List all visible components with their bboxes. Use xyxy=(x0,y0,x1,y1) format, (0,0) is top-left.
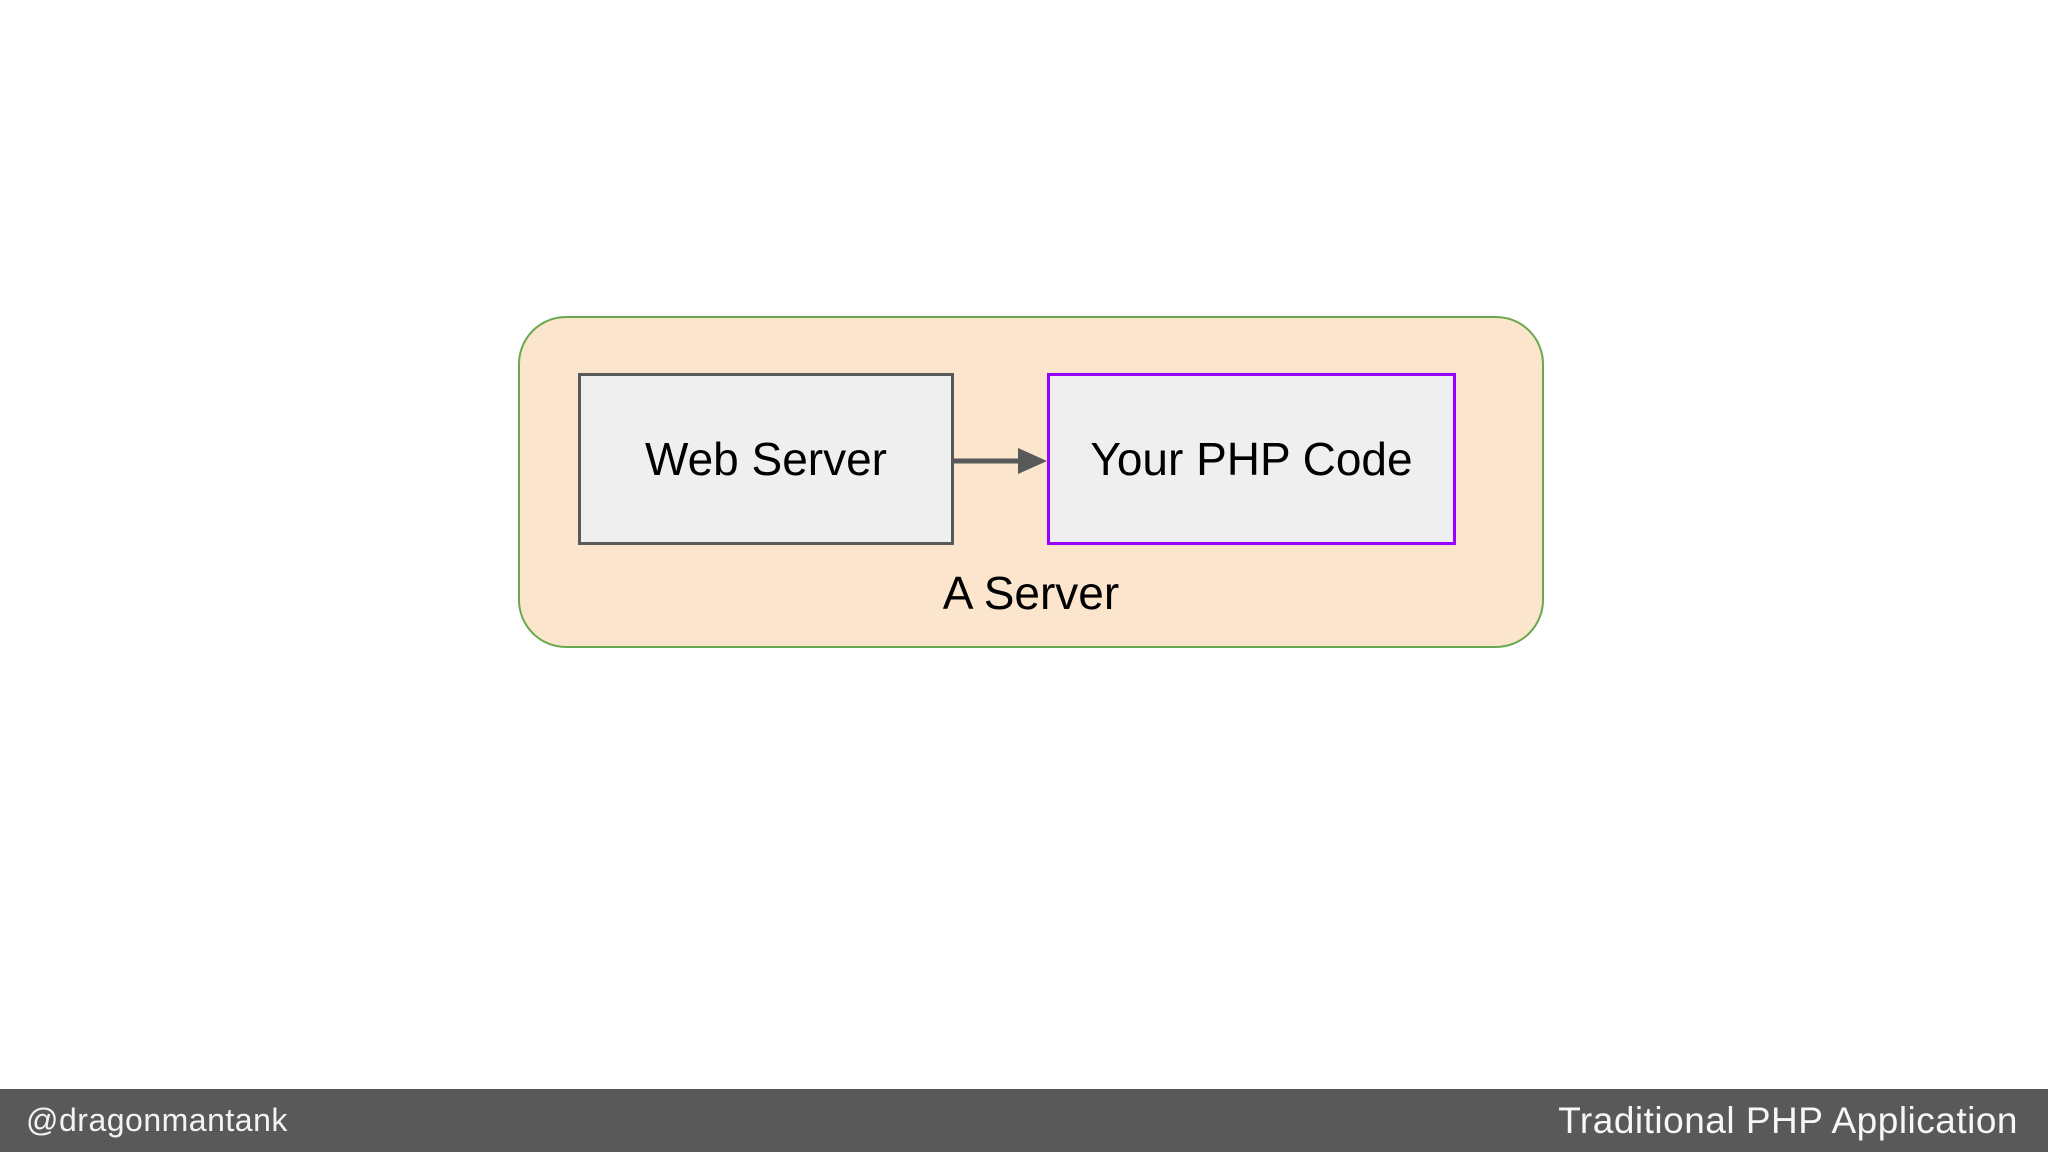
footer-slide-title: Traditional PHP Application xyxy=(1558,1099,2018,1141)
footer-author-handle: @dragonmantank xyxy=(26,1102,288,1138)
web-server-node: Web Server xyxy=(578,373,954,545)
php-code-node: Your PHP Code xyxy=(1047,373,1456,545)
php-code-label: Your PHP Code xyxy=(1090,433,1413,485)
arrow-web-to-php-icon xyxy=(954,448,1047,474)
footer-bar: @dragonmantank Traditional PHP Applicati… xyxy=(0,1089,2048,1152)
server-group-container: Web Server Your PHP Code A Server xyxy=(518,316,1544,648)
web-server-label: Web Server xyxy=(644,433,888,485)
server-group-label: A Server xyxy=(942,567,1120,619)
